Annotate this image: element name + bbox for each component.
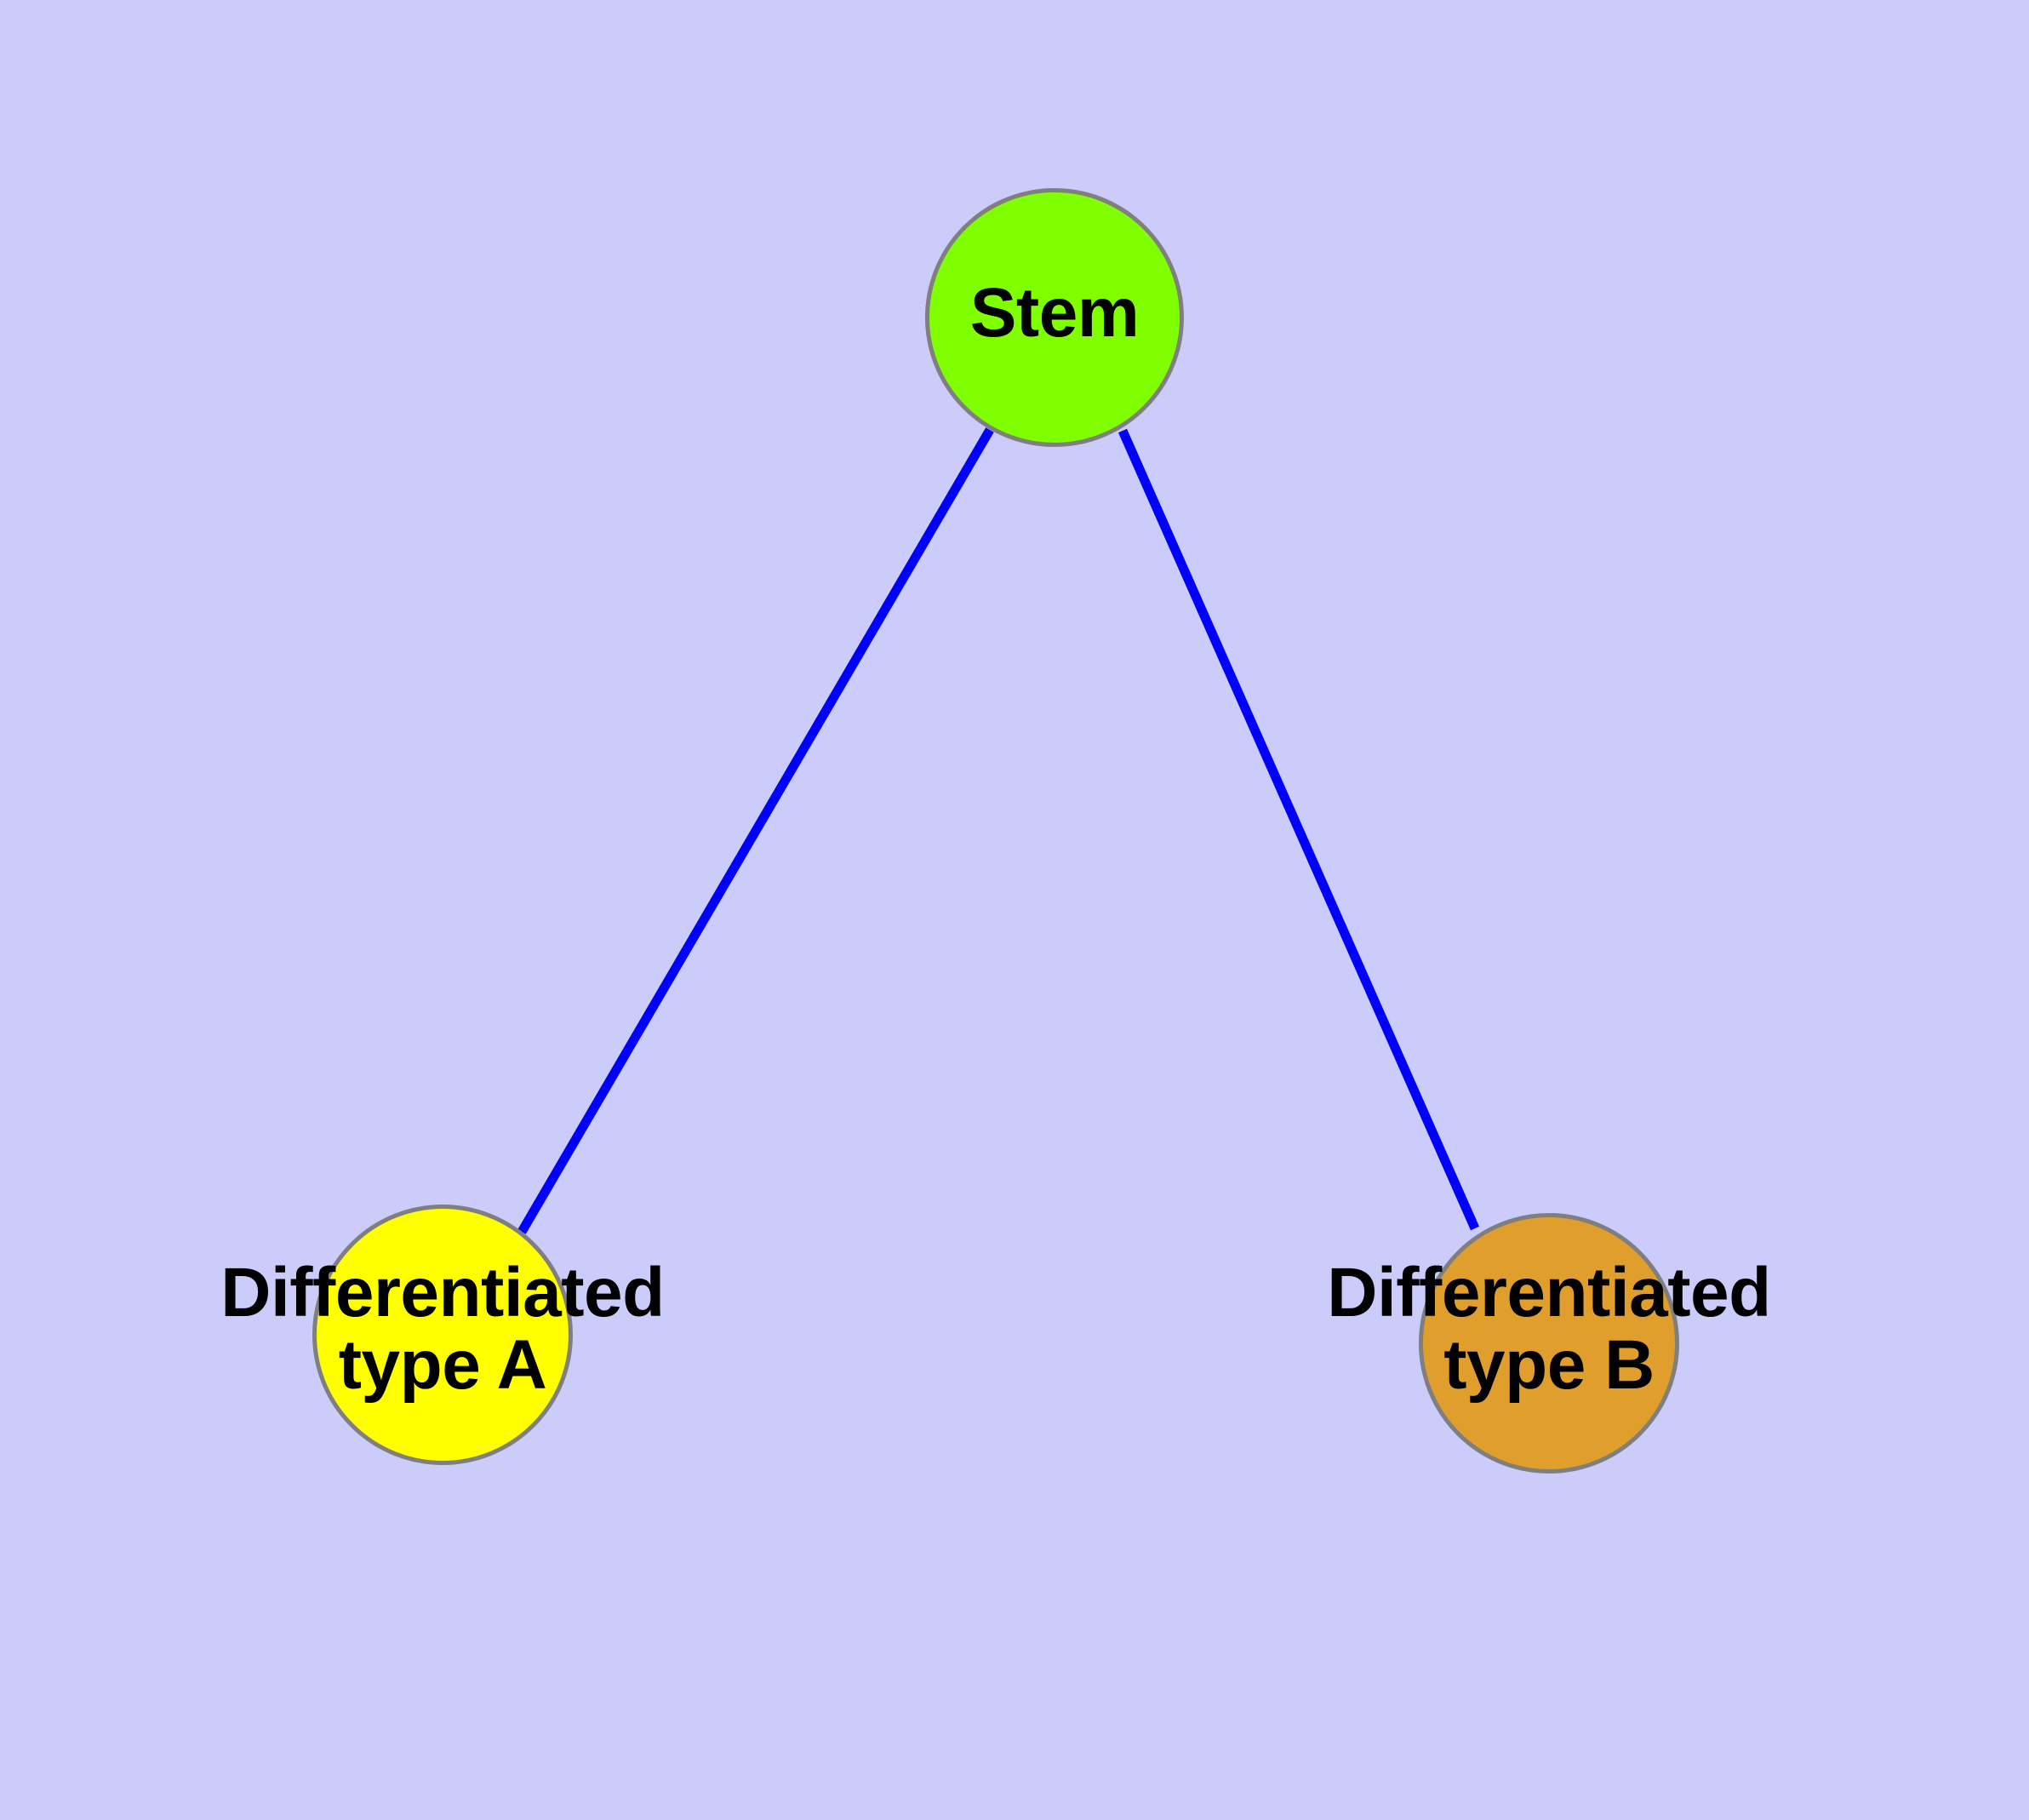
edge-stem-to-differentiated-type-b[interactable] [1117,428,1480,1231]
edge-stem-to-differentiated-type-a[interactable] [517,427,994,1234]
node-circle-differentiated-type-b[interactable] [1419,1213,1679,1474]
node-circle-differentiated-type-a[interactable] [312,1205,573,1465]
node-circle-stem[interactable] [925,188,1184,447]
